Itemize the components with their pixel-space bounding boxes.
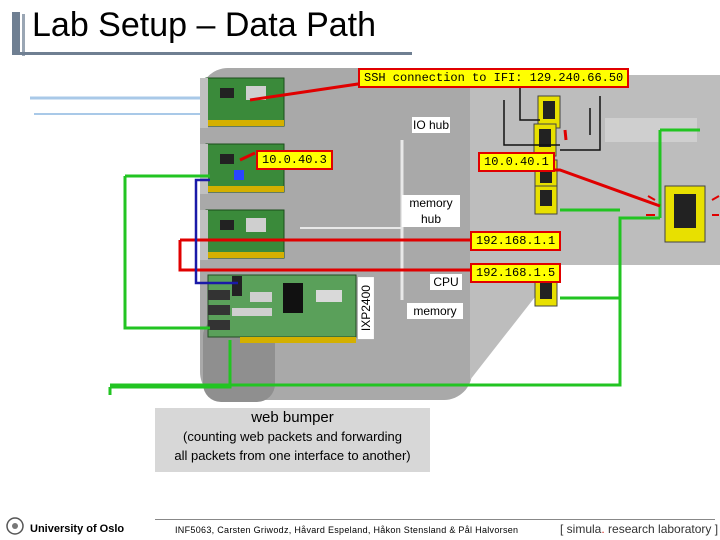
nic-card-1 xyxy=(200,77,285,128)
simula-prefix: [ simula xyxy=(560,522,602,536)
caption-line-1: (counting web packets and forwarding xyxy=(183,429,402,444)
memory-label: memory xyxy=(407,303,463,320)
ixp2400-card xyxy=(207,274,357,343)
green-links xyxy=(108,128,700,395)
title-underline xyxy=(12,52,412,55)
web-bumper-caption: web bumper (counting web packets and for… xyxy=(155,408,430,472)
interface1-ip-label: 192.168.1.1 xyxy=(470,231,562,251)
interface5-ip-label: 192.168.1.5 xyxy=(470,263,562,283)
simula-suffix: research laboratory ] xyxy=(604,522,719,536)
ixp2400-label: IXP2400 xyxy=(357,277,375,340)
university-seal-icon xyxy=(6,517,24,535)
nic-card-3 xyxy=(200,209,285,260)
ssh-connection-label: SSH connection to IFI: 129.240.66.50 xyxy=(358,68,630,88)
caption-line-2: all packets from one interface to anothe… xyxy=(174,448,411,463)
network-area xyxy=(470,75,720,380)
footer-rule xyxy=(155,519,715,520)
pc-tower-4 xyxy=(534,185,558,215)
title-accent-bar xyxy=(12,12,20,54)
pc-tower-5 xyxy=(534,275,558,307)
footer-university: University of Oslo xyxy=(30,523,125,535)
simula-dot: . xyxy=(601,522,605,536)
io-hub-label: IO hub xyxy=(412,117,450,134)
pc-tower-2 xyxy=(533,123,557,157)
cpu-label: CPU xyxy=(430,274,462,291)
footer-simula-brand: [ simula. research laboratory ] xyxy=(560,522,718,536)
outer-ip-label: 10.0.40.1 xyxy=(478,152,555,172)
page-title: Lab Setup – Data Path xyxy=(32,6,377,44)
host-ip-label: 10.0.40.3 xyxy=(256,150,333,170)
footer-authors: INF5063, Carsten Griwodz, Håvard Espelan… xyxy=(175,525,519,535)
pc-tower-remote xyxy=(664,185,706,243)
caption-title: web bumper xyxy=(251,409,334,426)
title-accent-bar-light xyxy=(22,14,25,56)
blue-links xyxy=(194,178,238,285)
memory-hub-label: memory hub xyxy=(402,195,460,228)
pc-tower-1 xyxy=(537,95,561,129)
